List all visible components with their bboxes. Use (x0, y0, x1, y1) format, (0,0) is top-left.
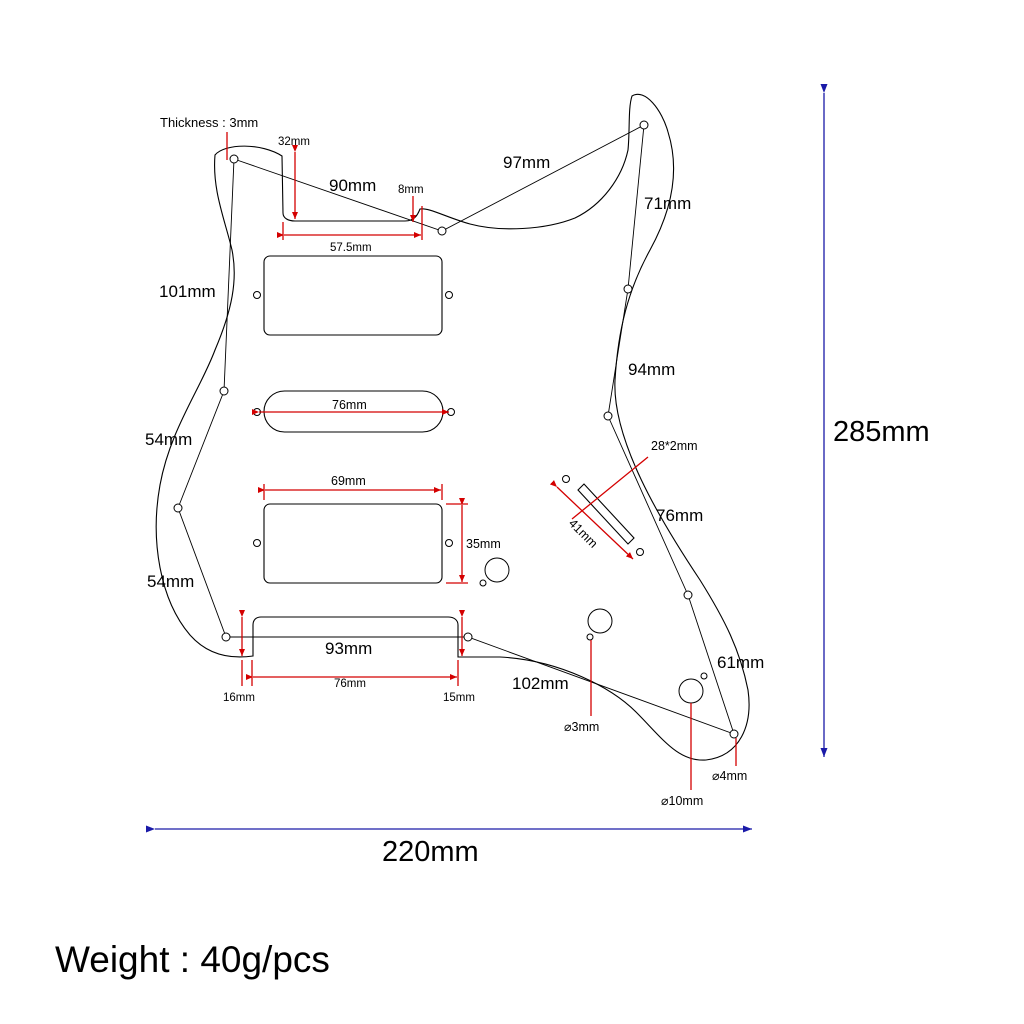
red-dimensions (226, 132, 737, 790)
screw-hole (219, 386, 229, 396)
dim-label-76mm-right: 76mm (656, 506, 703, 525)
control-hole-2 (587, 608, 613, 634)
dim-label-76mm-single: 76mm (332, 398, 367, 412)
screw-hole (603, 411, 613, 421)
screw-hole (639, 120, 649, 130)
dim-label-61mm: 61mm (717, 653, 764, 672)
dim-label-16mm: 16mm (223, 692, 255, 704)
small-hole-2 (586, 633, 594, 641)
control-hole-3 (678, 678, 704, 704)
overall-width-label: 220mm (382, 836, 479, 868)
dim-label-93mm: 93mm (325, 639, 372, 658)
dim-label-90mm: 90mm (329, 176, 376, 195)
screw-hole (683, 590, 693, 600)
mount-hole (445, 539, 453, 547)
mount-hole (445, 291, 453, 299)
mount-hole (636, 548, 644, 556)
dim-label-41mm: 41mm (566, 516, 600, 550)
dim-label-28x2mm: 28*2mm (651, 439, 698, 453)
control-hole-1 (484, 557, 510, 583)
weight-label: Weight : 40g/pcs (55, 939, 330, 980)
dim-label-32mm: 32mm (278, 136, 310, 148)
mount-hole (253, 539, 261, 547)
dim-label-54mm-upper: 54mm (145, 430, 192, 449)
dim-label-94mm: 94mm (628, 360, 675, 379)
pickguard-outline (155, 93, 750, 761)
dim-label-diameter-4mm: ⌀4mm (712, 769, 747, 783)
thickness-label: Thickness : 3mm (160, 115, 258, 130)
screw-hole (437, 226, 447, 236)
dim-label-57-5mm: 57.5mm (330, 242, 372, 254)
dim-label-8mm: 8mm (398, 184, 424, 196)
dim-label-69mm: 69mm (331, 474, 366, 488)
overall-dimensions (146, 84, 828, 833)
bridge-humbucker-cavity (263, 503, 443, 584)
small-hole-1 (479, 579, 487, 587)
dim-label-54mm-lower: 54mm (147, 572, 194, 591)
dim-label-diameter-3mm: ⌀3mm (564, 720, 599, 734)
neck-humbucker-cavity (263, 255, 443, 336)
dim-label-71mm: 71mm (644, 194, 691, 213)
screw-hole (173, 503, 183, 513)
dim-label-97mm: 97mm (503, 153, 550, 172)
screw-hole (623, 284, 633, 294)
mount-hole (562, 475, 570, 483)
screw-hole (221, 632, 231, 642)
mount-hole (253, 291, 261, 299)
screw-measure-lines (177, 124, 735, 735)
screw-hole (229, 154, 239, 164)
dim-label-101mm: 101mm (159, 282, 216, 301)
screw-hole (729, 729, 739, 739)
small-hole-3 (700, 672, 708, 680)
overall-height-label: 285mm (833, 416, 930, 448)
dim-label-diameter-10mm: ⌀10mm (661, 794, 703, 808)
dim-label-102mm: 102mm (512, 674, 569, 693)
dim-label-76mm-bottom: 76mm (334, 678, 366, 690)
dim-label-35mm: 35mm (466, 537, 501, 551)
screw-hole (463, 632, 473, 642)
dim-label-15mm: 15mm (443, 692, 475, 704)
